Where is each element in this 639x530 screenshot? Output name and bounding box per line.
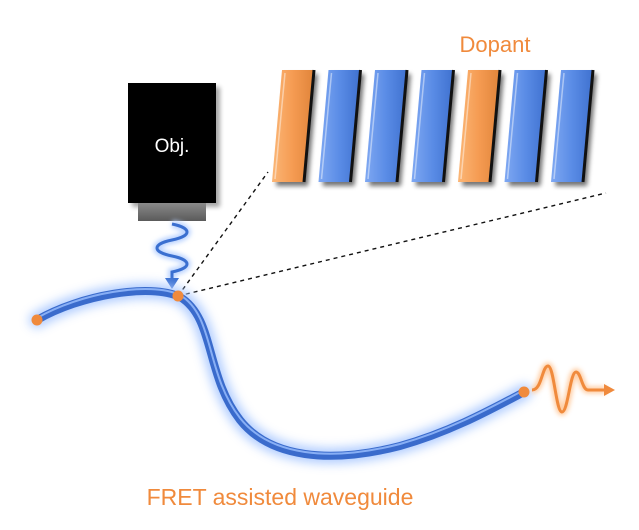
- waveguide-end-right: [518, 386, 530, 398]
- objective: Obj.: [128, 83, 220, 221]
- objective-label: Obj.: [155, 136, 190, 157]
- zoom-line-upper: [177, 171, 269, 297]
- zoom-line-lower: [177, 192, 607, 297]
- objective-body: [128, 83, 216, 203]
- slab-stack: [272, 69, 597, 186]
- waveguide-highlight: [36, 288, 525, 455]
- host-slab: [551, 69, 597, 186]
- dopant-label: Dopant: [460, 32, 531, 57]
- objective-lens: [138, 203, 206, 221]
- wavy-arrow-right-icon: [530, 362, 615, 416]
- host-slab: [318, 69, 365, 186]
- host-slab: [504, 69, 551, 186]
- dopant-slab: [272, 69, 318, 186]
- host-slab: [411, 69, 458, 186]
- wavy-arrow-down-icon: [153, 220, 191, 289]
- waveguide-core: [33, 287, 528, 460]
- waveguide: [29, 283, 532, 464]
- waveguide-end-left: [31, 314, 43, 326]
- caption: FRET assisted waveguide: [147, 484, 414, 510]
- host-slab: [365, 69, 411, 186]
- zoom-guide-lines: [177, 171, 607, 297]
- dopant-slab: [458, 69, 504, 186]
- focal-point: [172, 290, 184, 302]
